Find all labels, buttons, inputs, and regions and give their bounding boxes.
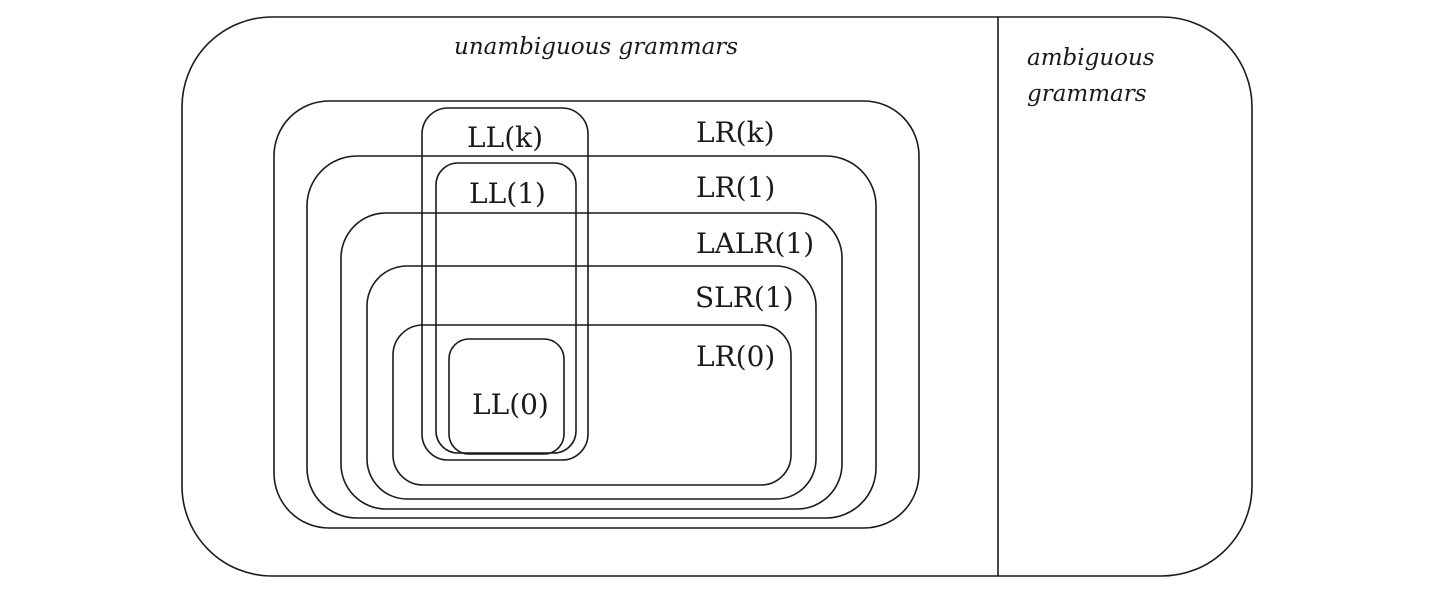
lr-0-box	[392, 324, 792, 486]
ll-1-label: LL(1)	[469, 177, 546, 210]
slr-1-box	[366, 265, 817, 500]
lr-0-label: LR(0)	[696, 340, 775, 373]
ll-0-box	[448, 338, 565, 455]
all-grammars-box	[181, 16, 1253, 577]
lalr-1-box	[340, 212, 843, 510]
lr-1-box	[306, 155, 877, 519]
lr-k-label: LR(k)	[696, 116, 775, 149]
ll-0-label: LL(0)	[472, 388, 549, 421]
ll-k-box	[421, 107, 589, 461]
ambiguous-grammars-label-line1: ambiguous	[1027, 45, 1155, 71]
unambiguous-grammars-label: unambiguous grammars	[454, 34, 738, 60]
ll-k-label: LL(k)	[467, 121, 543, 154]
ll-1-box	[435, 162, 577, 454]
lalr-1-label: LALR(1)	[696, 227, 814, 260]
slr-1-label: SLR(1)	[695, 281, 794, 314]
lr-k-box	[273, 100, 920, 529]
lr-1-label: LR(1)	[696, 171, 775, 204]
ambiguous-grammars-label-line2: grammars	[1027, 81, 1147, 107]
